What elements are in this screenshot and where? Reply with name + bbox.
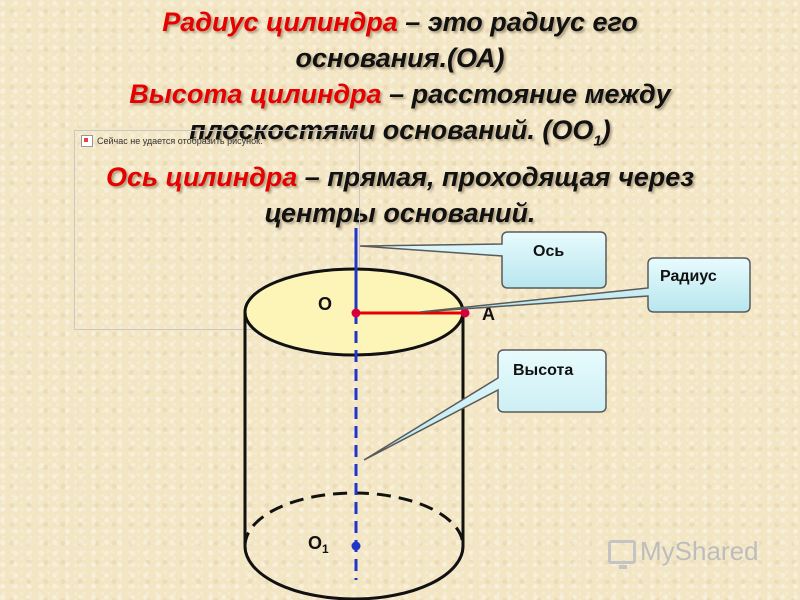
closing-paren: ) (601, 115, 611, 145)
term-axis: Ось цилиндра (105, 162, 298, 193)
title-line-5: Ось цилиндра – прямая, проходящая через (0, 159, 800, 195)
definition-radius: – это радиус его (397, 7, 638, 37)
bottom-base-front-arc (243, 545, 465, 600)
label-O: O (318, 294, 332, 314)
watermark: MyShared (608, 536, 759, 569)
label-A: A (482, 304, 495, 324)
broken-image-placeholder: Сейчас не удается отобразить рисунок. (74, 130, 360, 330)
callout-height (363, 349, 607, 461)
watermark-text: MyShared (640, 536, 759, 566)
point-O (351, 308, 361, 318)
monitor-icon (608, 539, 636, 569)
point-O1 (351, 541, 361, 551)
broken-image-icon (81, 135, 93, 147)
callout-height-text: Высота (513, 362, 573, 379)
callout-radius-text: Радиус (660, 268, 717, 285)
label-O1-letter: O (308, 533, 322, 553)
definitions-text: Радиус цилиндра – это радиус его основан… (0, 4, 800, 231)
definition-axis: – прямая, проходящая через (297, 162, 694, 193)
bottom-base-back-arc (243, 491, 465, 547)
title-line-6: центры оснований. (264, 198, 536, 229)
broken-image-message: Сейчас не удается отобразить рисунок. (81, 135, 263, 147)
subscript-1: 1 (593, 132, 602, 150)
broken-image-text: Сейчас не удается отобразить рисунок. (97, 136, 263, 146)
term-radius: Радиус цилиндра (162, 7, 398, 37)
definition-height: – расстояние между (381, 79, 671, 109)
label-O1: O1 (308, 533, 329, 556)
title-line-2: основания.(ОА) (295, 43, 505, 73)
point-A (460, 308, 470, 318)
callout-axis (359, 231, 607, 289)
callout-axis-text: Ось (533, 243, 564, 260)
title-line-1: Радиус цилиндра – это радиус его (0, 4, 800, 40)
callout-radius (419, 257, 751, 313)
label-O1-subscript: 1 (322, 542, 329, 556)
term-height: Высота цилиндра (129, 79, 382, 109)
title-line-3: Высота цилиндра – расстояние между (0, 76, 800, 112)
